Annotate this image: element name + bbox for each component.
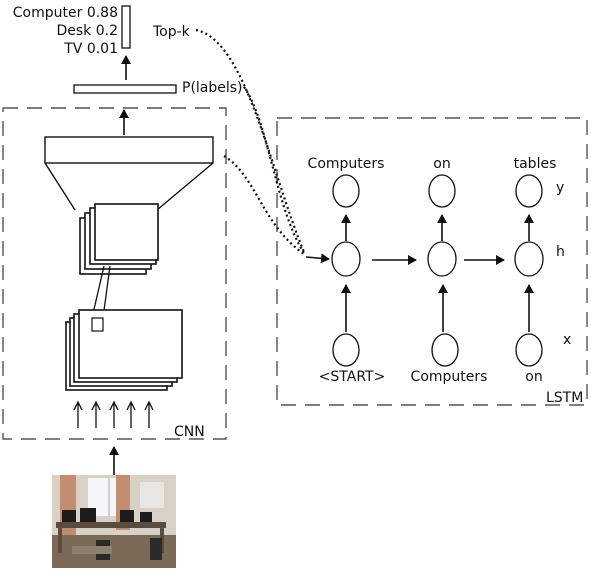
output-word-3: tables: [514, 156, 557, 172]
h-node-2: [427, 241, 457, 277]
prediction-desk: Desk 0.2: [56, 23, 118, 39]
input-word-1: <START>: [319, 369, 386, 385]
plabels-label: P(labels): [182, 80, 243, 96]
dotted-connections: [195, 28, 306, 255]
cnn-box: [2, 107, 227, 440]
prediction-computer: Computer 0.88: [13, 5, 118, 21]
input-word-3: on: [525, 369, 542, 385]
y-node-3: [515, 174, 543, 208]
prediction-tv: TV 0.01: [63, 41, 118, 57]
lower-feature-maps: [65, 309, 183, 391]
plabels-bar: [73, 84, 177, 94]
x-node-2: [431, 333, 459, 367]
lstm-box: [276, 117, 588, 406]
output-word-1: Computers: [308, 156, 385, 172]
y-node-2: [428, 174, 456, 208]
fc-layer: [44, 136, 214, 211]
h-node-3: [514, 241, 544, 277]
h-to-y-arrows: [341, 214, 534, 241]
x-row-label: x: [563, 332, 571, 348]
input-photo: [52, 475, 176, 568]
top-predictions: Computer 0.88 Desk 0.2 TV 0.01: [13, 5, 118, 57]
x-node-3: [515, 333, 543, 367]
topk-label: Top-k: [152, 24, 191, 40]
input-nodes: [332, 333, 543, 367]
score-bar: [121, 5, 131, 49]
input-word-2: Computers: [411, 369, 488, 385]
y-node-1: [332, 174, 360, 208]
y-row-label: y: [556, 180, 564, 196]
arrow-into-first-hidden: [305, 253, 330, 264]
input-arrows: [78, 403, 149, 428]
h-row-label: h: [556, 244, 565, 260]
output-nodes: [332, 174, 543, 208]
hidden-nodes: [331, 241, 544, 277]
lstm-label: LSTM: [546, 390, 583, 406]
x-to-h-arrows: [341, 284, 534, 332]
x-node-1: [332, 333, 360, 367]
upper-feature-maps: [79, 203, 159, 275]
h-node-1: [331, 241, 361, 277]
output-word-2: on: [433, 156, 450, 172]
cnn-label: CNN: [174, 424, 205, 440]
